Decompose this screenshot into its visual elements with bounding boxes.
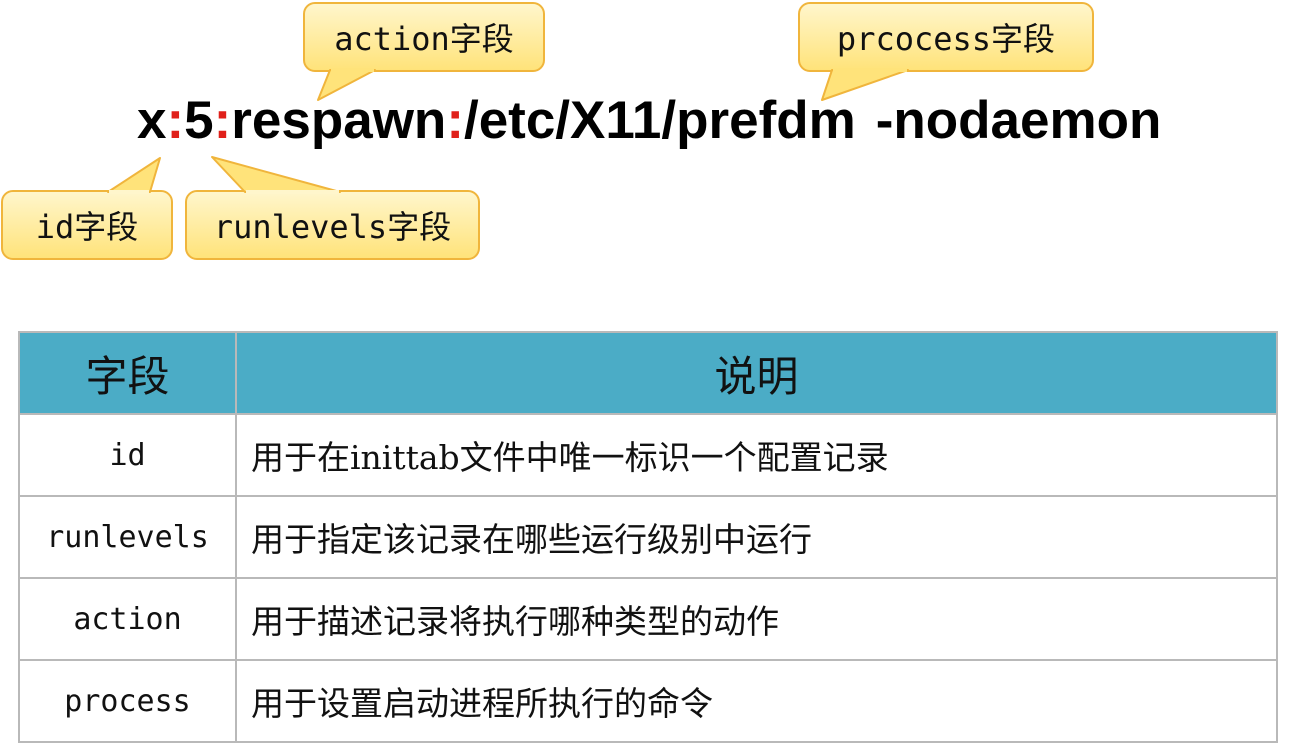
callout-process-field: prcocess字段 <box>798 2 1094 72</box>
callout-id-label: id字段 <box>35 208 139 246</box>
field-name: id <box>18 413 237 497</box>
field-description: 用于在inittab文件中唯一标识一个配置记录 <box>235 413 1278 497</box>
inittab-command-line: x:5:respawn:/etc/X11/prefdm-nodaemon <box>137 85 1161 157</box>
header-field: 字段 <box>18 331 237 415</box>
field-description: 用于指定该记录在哪些运行级别中运行 <box>235 495 1278 579</box>
command-action-value: respawn <box>231 91 447 150</box>
field-name: process <box>18 659 237 743</box>
table-row: id 用于在inittab文件中唯一标识一个配置记录 <box>18 413 1278 497</box>
callout-runlevels-label: runlevels字段 <box>213 208 452 246</box>
table-row: runlevels 用于指定该记录在哪些运行级别中运行 <box>18 495 1278 579</box>
field-name: action <box>18 577 237 661</box>
callout-process-label: prcocess字段 <box>836 20 1056 58</box>
command-process-argument: -nodaemon <box>875 91 1162 150</box>
field-description: 用于描述记录将执行哪种类型的动作 <box>235 577 1278 661</box>
callout-runlevels-field: runlevels字段 <box>185 190 480 260</box>
command-separator: : <box>446 91 464 150</box>
inittab-fields-table: 字段 说明 id 用于在inittab文件中唯一标识一个配置记录 runleve… <box>18 331 1278 743</box>
command-separator: : <box>213 91 232 150</box>
field-description: 用于设置启动进程所执行的命令 <box>235 659 1278 743</box>
callout-id-field: id字段 <box>1 190 173 260</box>
command-id-value: x <box>137 91 167 150</box>
header-description: 说明 <box>235 331 1278 415</box>
table-row: process 用于设置启动进程所执行的命令 <box>18 659 1278 743</box>
field-name: runlevels <box>18 495 237 579</box>
command-process-path: /etc/X11/prefdm <box>463 91 856 150</box>
command-separator: : <box>166 91 185 150</box>
table-header-row: 字段 说明 <box>18 331 1278 415</box>
table-row: action 用于描述记录将执行哪种类型的动作 <box>18 577 1278 661</box>
callout-action-label: action字段 <box>334 20 514 58</box>
callout-action-field: action字段 <box>303 2 545 72</box>
command-runlevels-value: 5 <box>184 91 214 150</box>
